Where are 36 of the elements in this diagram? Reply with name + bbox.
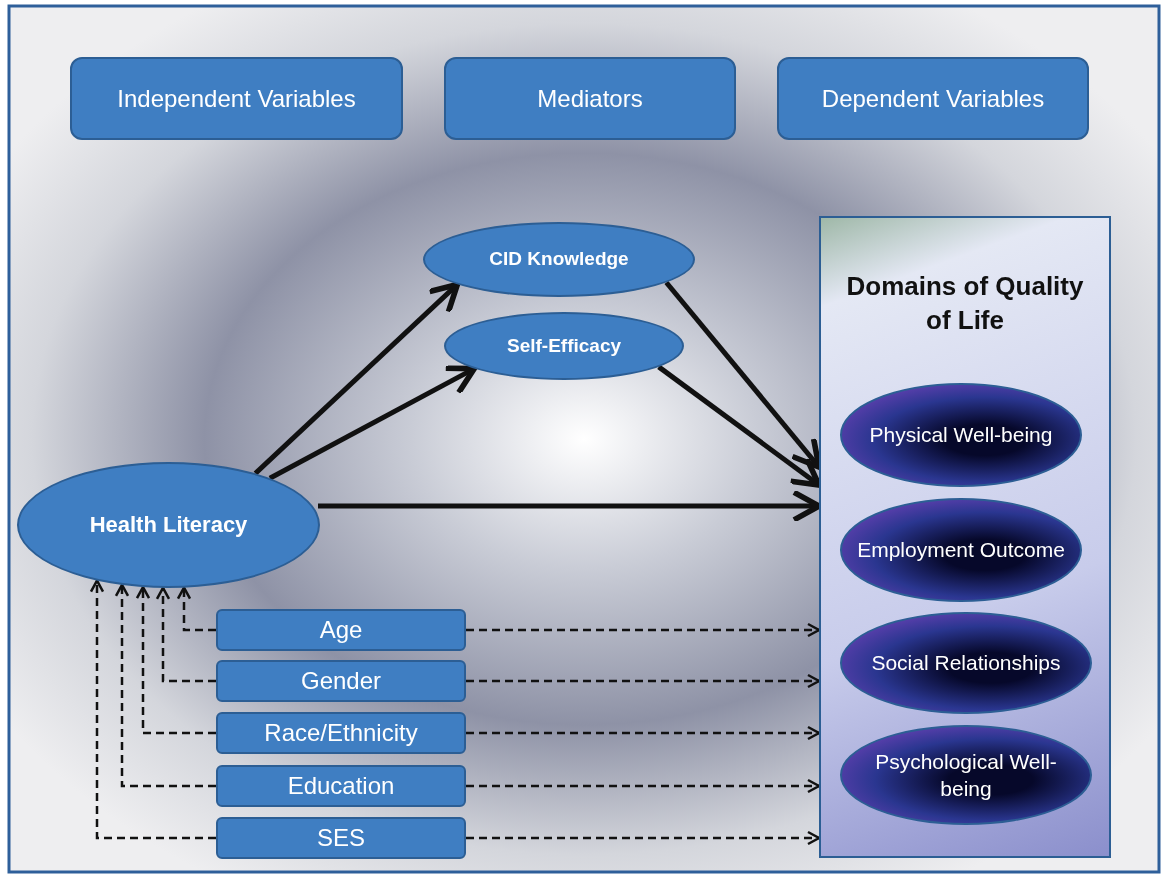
node-label: Gender — [299, 666, 383, 697]
node-label: Employment Outcome — [856, 537, 1066, 564]
node-label: Self-Efficacy — [505, 333, 622, 358]
outcome-panel — [819, 216, 1111, 858]
node-label: CID Knowledge — [488, 247, 630, 272]
category-box — [444, 57, 736, 140]
node-label: Social Relationships — [870, 650, 1062, 677]
dashed-arrow — [466, 778, 821, 794]
category-box — [777, 57, 1089, 140]
node-label: Psychological Well-being — [874, 748, 1058, 802]
dashed-arrow — [466, 673, 821, 689]
covariate-box — [216, 609, 466, 651]
dashed-arrow — [89, 579, 216, 840]
node-label: Education — [286, 771, 396, 802]
dashed-arrow — [466, 830, 821, 846]
node-label: Mediators — [536, 83, 644, 114]
covariate-box — [216, 712, 466, 754]
covariate-box — [216, 817, 466, 859]
node-label: Dependent Variables — [820, 83, 1046, 114]
node-label: Physical Well-being — [868, 422, 1054, 449]
node-label: SES — [316, 823, 366, 854]
panel-heading: Domains of Quality of Life — [845, 270, 1085, 337]
dashed-arrow — [135, 585, 216, 735]
covariate-box — [216, 660, 466, 702]
dashed-arrow — [155, 586, 216, 683]
dashed-arrow — [466, 725, 821, 741]
dashed-arrow — [176, 586, 216, 632]
category-box — [70, 57, 403, 140]
node-label: Race/Ethnicity — [263, 718, 419, 749]
node-label: Age — [318, 615, 364, 646]
covariate-box — [216, 765, 466, 807]
node-label: Health Literacy — [88, 510, 249, 539]
dashed-arrow — [466, 622, 821, 638]
arrow — [253, 281, 461, 476]
node-label: Independent Variables — [116, 83, 357, 114]
arrow — [268, 365, 478, 481]
